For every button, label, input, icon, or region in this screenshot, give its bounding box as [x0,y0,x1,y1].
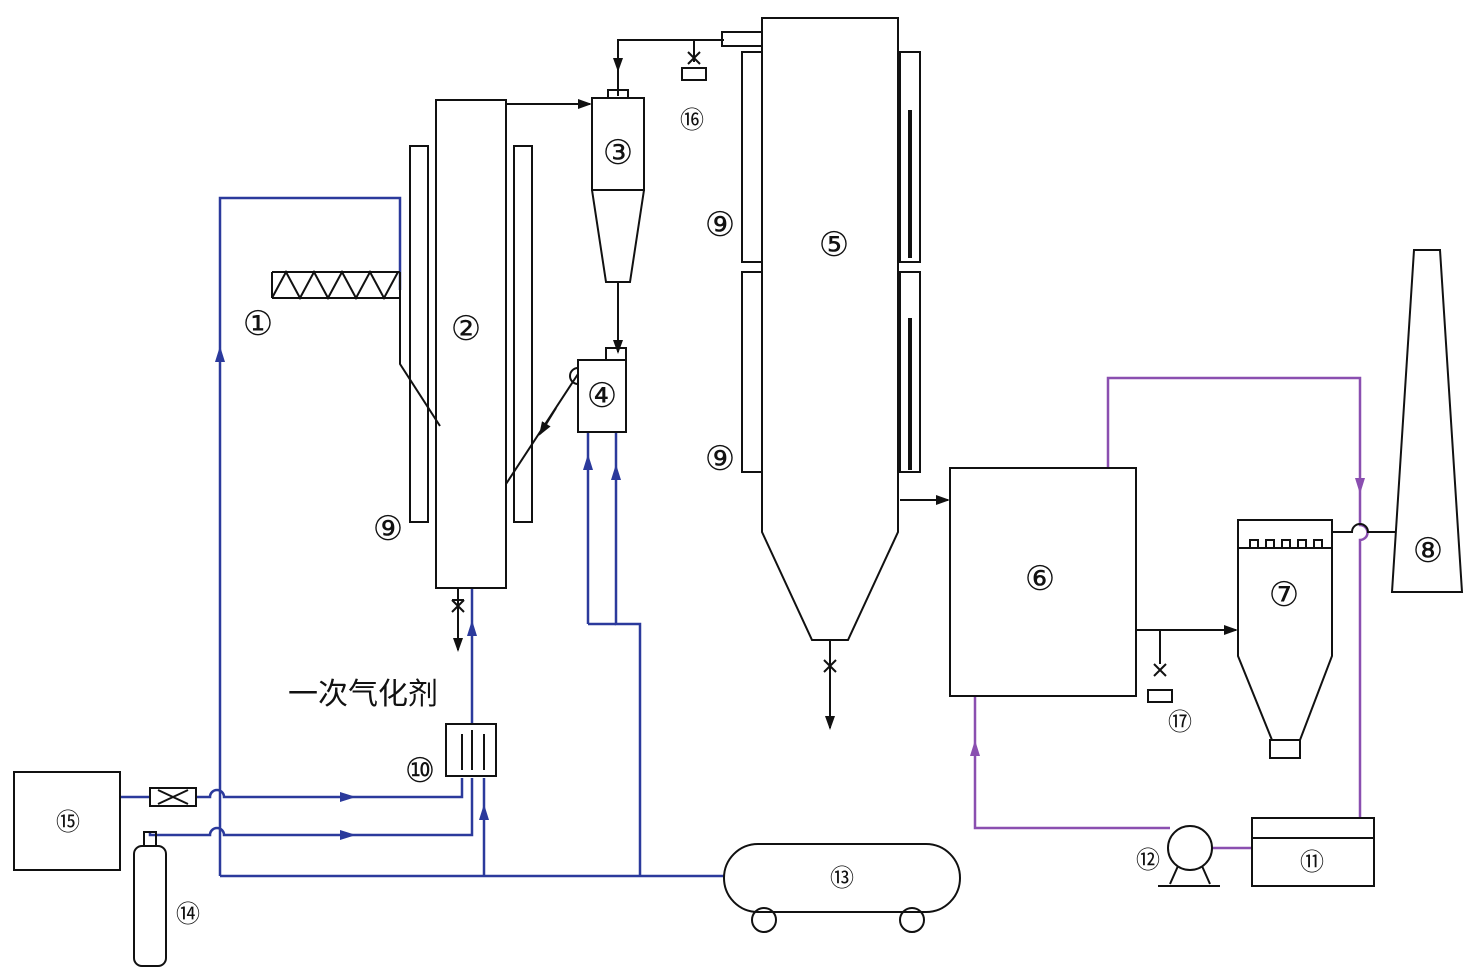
air-tank-13 [723,843,961,933]
combustor-5 [721,17,921,673]
label-1: ① [243,304,273,344]
label-14: ⑭ [176,900,200,928]
sampling-valve-17 [1147,663,1173,703]
cyclone-3 [591,89,645,283]
heat-exchanger-6 [949,467,1137,697]
label-4: ④ [587,376,617,416]
label-9-upper: ⑨ [705,205,735,245]
label-10: ⑩ [405,751,435,791]
loop-seal-4 [569,347,627,433]
gasifier-reactor-2 [409,99,533,613]
label-7: ⑦ [1269,575,1299,615]
label-6: ⑥ [1025,559,1055,599]
flowmeter [149,787,197,807]
filter-bag-tops [1249,539,1323,549]
sampling-valve-16 [681,51,707,81]
source-box-15 [13,771,121,871]
label-8: ⑧ [1413,531,1443,571]
gas-cylinder-14 [133,831,167,967]
purple-flow-arrows [970,478,1365,756]
steam-generator-10 [445,723,497,777]
label-3: ③ [603,133,633,173]
water-tank-11 [1251,817,1375,887]
primary-gasifying-agent-caption: 一次气化剂 [288,677,438,712]
label-17: ⑰ [1168,708,1192,736]
label-13: ⑬ [830,864,854,892]
label-11: ⑪ [1300,848,1324,876]
chimney-8 [1390,249,1464,593]
blue-gas-lines [120,196,724,878]
label-9-reactor: ⑨ [373,509,403,549]
purple-lines [973,376,1369,850]
label-5: ⑤ [819,225,849,265]
label-16: ⑯ [680,106,704,134]
bag-filter-7 [1237,519,1333,759]
pump-12 [1158,825,1220,887]
label-12: ⑫ [1136,846,1160,874]
screw-feeder [271,269,441,427]
blue-flow-arrows [215,346,621,840]
label-15: ⑮ [56,808,80,836]
label-2: ② [451,309,481,349]
label-9-lower: ⑨ [705,439,735,479]
